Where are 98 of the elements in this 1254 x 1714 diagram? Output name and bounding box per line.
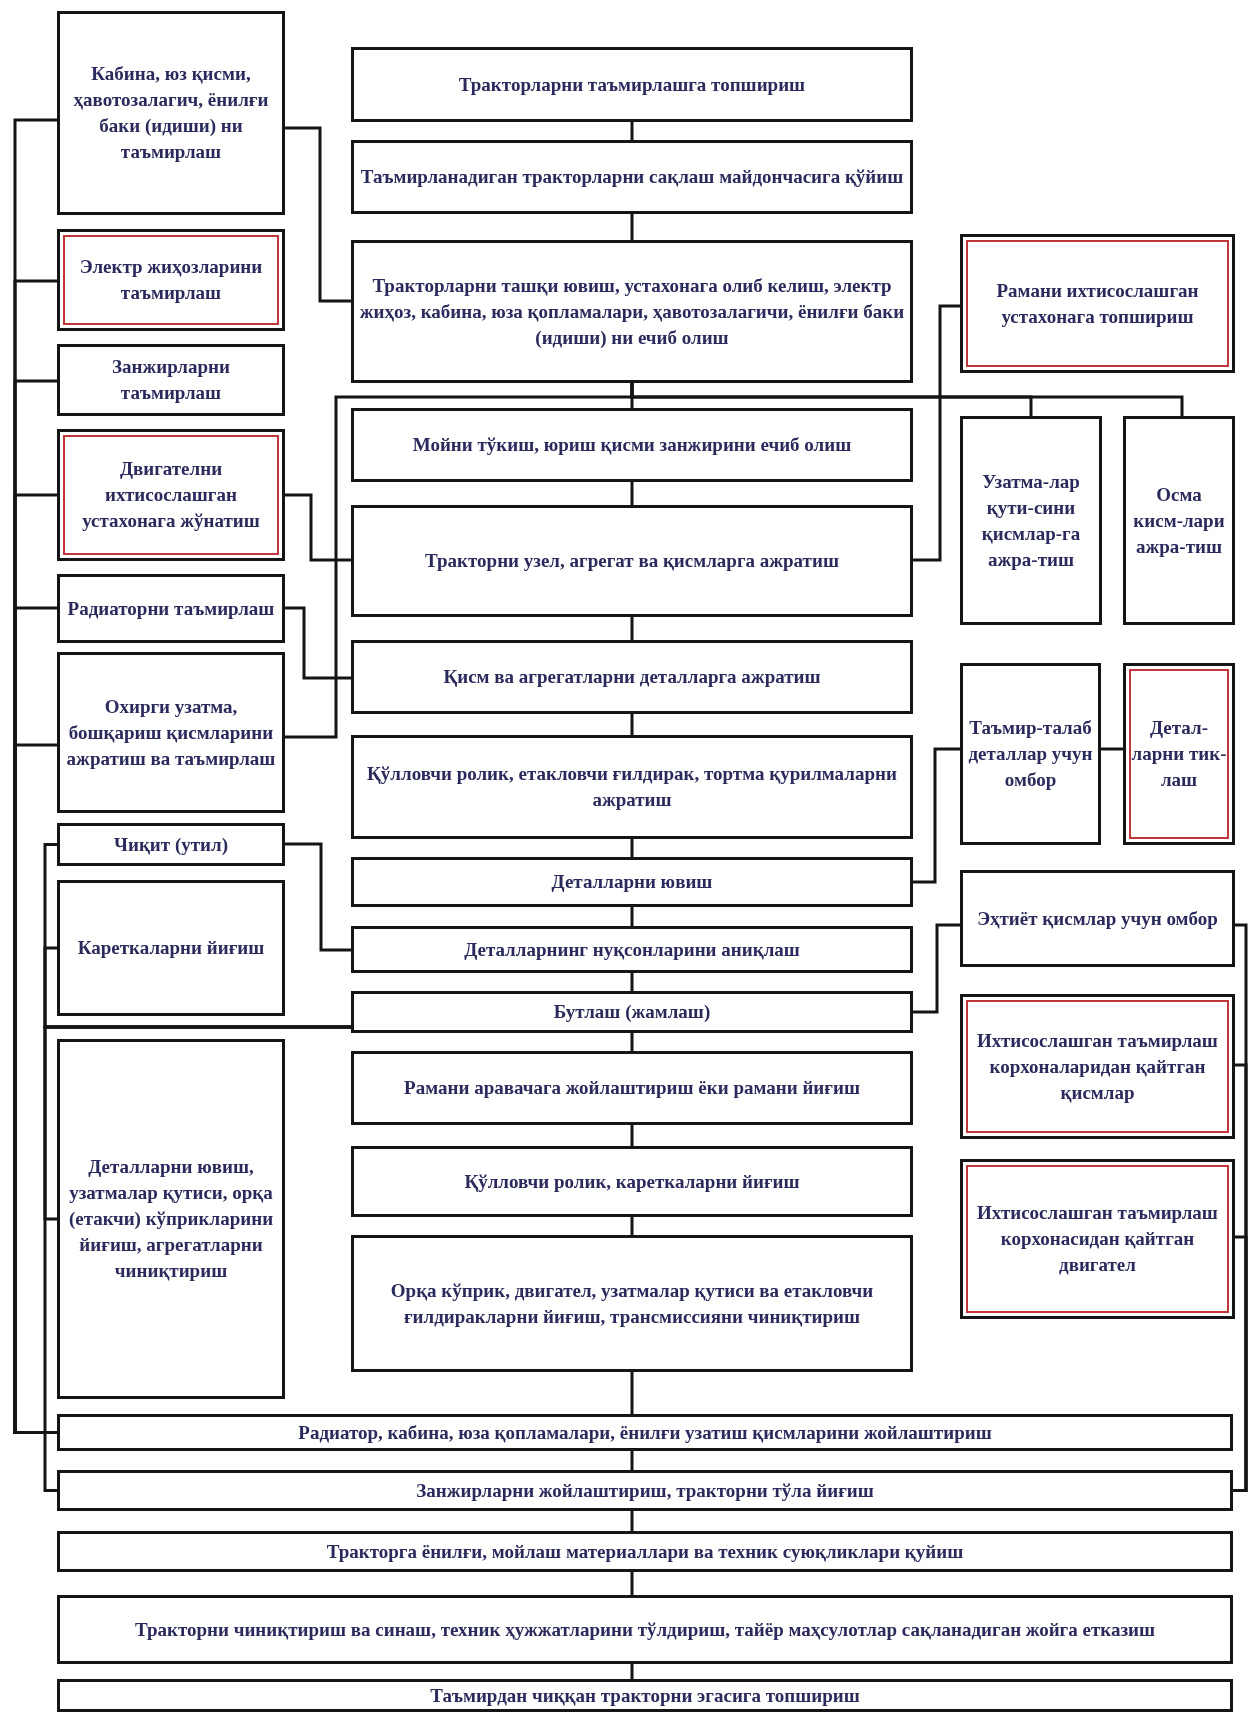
- connector-line: [913, 304, 960, 562]
- step-text: Мойни тўкиш, юриш қисми занжирини ечиб олиш: [412, 433, 852, 457]
- process-box: [351, 408, 913, 482]
- process-box: [57, 1531, 1233, 1572]
- step-text: Двигателни ихтисослашган устахонага жўнатиш: [81, 457, 261, 533]
- step-text: Детал-ларни тик-лаш: [1130, 716, 1228, 792]
- connector-line: [285, 493, 351, 562]
- step-text: Деталларни ювиш, узатмалар қутиси, орқа (етакчи) кўприкларини йиғиш, агрегатларни чиниқтириш: [67, 1155, 275, 1283]
- process-box: [351, 47, 913, 122]
- step-text: Қўлловчи ролик, етакловчи ғилдирак, тортма қурилмаларни ажратиш: [366, 762, 898, 812]
- process-box: [351, 735, 913, 839]
- step-text: Таъмирланадиган тракторларни сақлаш майдончасига қўйиш: [360, 165, 904, 189]
- process-box: [351, 857, 913, 907]
- process-box: [57, 823, 285, 866]
- step-text: Таъмир-талаб деталлар учун омбор: [967, 716, 1094, 792]
- process-box: [960, 870, 1235, 967]
- process-box: [57, 344, 285, 416]
- process-box: [351, 505, 913, 617]
- step-text: Таъмирдан чиққан тракторни эгасига топшириш: [430, 1683, 860, 1708]
- step-text: Осма кисм-лари ажра-тиш: [1132, 482, 1226, 559]
- step-text: Ихтисослашган таъмирлаш корхоналаридан қайтган қисмлар: [976, 1028, 1219, 1105]
- process-box: [351, 1235, 913, 1372]
- connector-line: [630, 1451, 634, 1470]
- connector-line: [285, 842, 351, 952]
- connector-line: [1233, 1235, 1248, 1492]
- process-box: [57, 11, 285, 215]
- process-box: [960, 234, 1235, 373]
- step-text: Узатма-лар қути-сини қисмлар-га ажра-тиш: [980, 469, 1082, 572]
- step-text: Радиаторни таъмирлаш: [67, 596, 275, 621]
- process-box: [351, 640, 913, 714]
- process-box: [960, 416, 1102, 625]
- connector-line: [913, 923, 960, 1014]
- step-text: Кабина, юз қисми, ҳавотозалагич, ёнилғи баки (идиши) ни таъмирлаш: [72, 62, 270, 164]
- connector-line: [630, 482, 634, 505]
- step-text: Тракторларни ташқи ювиш, устахонага олиб келиш, электр жиҳоз, кабина, юза қопламалари, ҳавотозалагичи, ёнилғи баки (идиши) ни ечиб олиш: [358, 273, 906, 350]
- connector-line: [1101, 747, 1123, 751]
- process-box: [351, 991, 913, 1033]
- step-text: Рамани аравачага жойлаштириш ёки рамани йиғиш: [404, 1076, 860, 1100]
- step-text: Қўлловчи ролик, кареткаларни йиғиш: [464, 1169, 800, 1194]
- connector-line: [630, 1217, 634, 1235]
- process-box: [960, 663, 1101, 845]
- step-text: Рамани ихтисослашган устахонага топшириш: [995, 278, 1200, 329]
- process-box: [351, 1146, 913, 1217]
- connector-line: [630, 907, 634, 926]
- process-box: [351, 1051, 913, 1125]
- connector-line: [630, 1511, 634, 1531]
- connector-line: [630, 1664, 634, 1679]
- step-text: Орқа кўприк, двигател, узатмалар қутиси ва етакловчи ғилдиракларни йиғиш, трансмиссияни чиниқтириш: [389, 1278, 875, 1329]
- process-box: [57, 229, 285, 331]
- process-box: [57, 429, 285, 561]
- process-box: [57, 574, 285, 643]
- step-text: Чиқит (утил): [114, 832, 228, 857]
- connector-line: [630, 714, 634, 735]
- process-box: [1123, 663, 1235, 845]
- process-box: [351, 140, 913, 214]
- step-text: Радиатор, кабина, юза қопламалари, ёнилғи узатиш қисмларини жойлаштириш: [298, 1420, 992, 1445]
- step-text: Охирги узатма, бошқариш қисмларини ажратиш ва таъмирлаш: [65, 694, 277, 771]
- process-box: [57, 1595, 1233, 1664]
- step-text: Тракторга ёнилғи, мойлаш материаллари ва техник суюқликлари қуйиш: [326, 1539, 964, 1564]
- step-text: Деталларни ювиш: [551, 870, 713, 894]
- process-box: [57, 1414, 1233, 1451]
- process-box: [57, 1470, 1233, 1511]
- connector-line: [285, 126, 351, 303]
- connector-line: [285, 383, 634, 739]
- step-text: Занжирларни жойлаштириш, тракторни тўла йиғиш: [416, 1478, 874, 1503]
- step-text: Эҳтиёт қисмлар учун омбор: [977, 906, 1218, 931]
- connector-line: [630, 1033, 634, 1051]
- step-text: Деталларнинг нуқсонларини аниқлаш: [464, 937, 800, 962]
- connector-line: [630, 1125, 634, 1146]
- connector-line: [630, 617, 634, 640]
- connector-line: [630, 214, 634, 240]
- process-box: [57, 1679, 1233, 1712]
- connector-line: [630, 1372, 634, 1414]
- process-box: [1123, 416, 1235, 625]
- step-text: Ихтисослашган таъмирлаш корхонасидан қайтган двигател: [976, 1201, 1219, 1277]
- process-box: [960, 1159, 1235, 1319]
- step-text: Тракторни чиниқтириш ва синаш, техник ҳужжатларини тўлдириш, тайёр маҳсулотлар сақланадиган жойга етказиш: [134, 1617, 1156, 1642]
- process-box: [351, 926, 913, 973]
- step-text: Электр жиҳозларини таъмирлаш: [78, 255, 264, 305]
- connector-line: [13, 743, 57, 1434]
- process-box: [960, 994, 1235, 1139]
- step-text: Занжирларни таъмирлаш: [111, 355, 231, 405]
- connector-line: [630, 839, 634, 857]
- step-text: Тракторларни таъмирлашга топшириш: [458, 72, 806, 97]
- step-text: Қисм ва агрегатларни деталларга ажратиш: [443, 665, 821, 689]
- process-box: [57, 880, 285, 1016]
- connector-line: [913, 747, 960, 884]
- connector-line: [630, 1572, 634, 1595]
- step-text: Тракторни узел, агрегат ва қисмларга ажратиш: [425, 549, 839, 573]
- process-box: [351, 240, 913, 383]
- process-box: [57, 1039, 285, 1399]
- step-text: Бутлаш (жамлаш): [553, 1000, 711, 1024]
- connector-line: [630, 122, 634, 140]
- step-text: Кареткаларни йиғиш: [77, 936, 265, 960]
- connector-line: [43, 1025, 351, 1492]
- process-box: [57, 652, 285, 813]
- connector-line: [630, 973, 634, 991]
- connector-line: [285, 606, 351, 680]
